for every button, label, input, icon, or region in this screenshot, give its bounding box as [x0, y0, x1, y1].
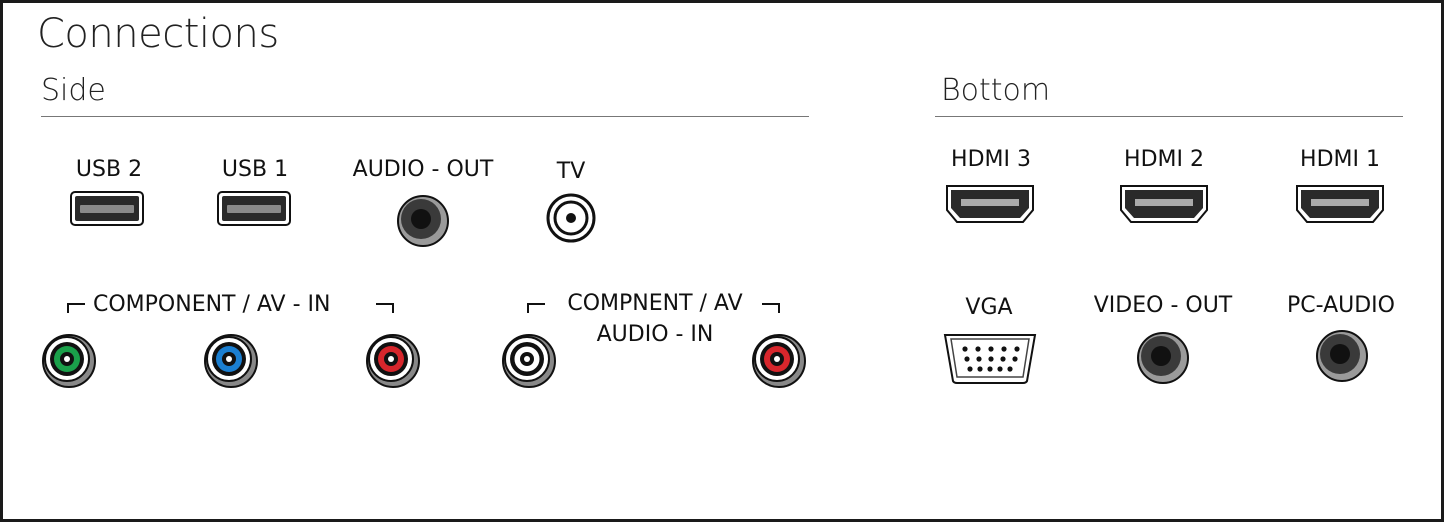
audio-red-jack-icon	[752, 334, 806, 388]
component-green-jack-icon	[42, 334, 96, 388]
hdmi3-label: HDMI 3	[951, 147, 1031, 172]
section-bottom-divider	[935, 116, 1403, 117]
tv-antenna-port-icon	[546, 193, 596, 243]
page-title: Connections	[37, 11, 279, 57]
compnent-bracket-right	[762, 303, 780, 313]
hdmi1-port-icon	[1296, 185, 1384, 223]
hdmi2-label: HDMI 2	[1124, 147, 1204, 172]
section-side-divider	[41, 116, 809, 117]
usb1-label: USB 1	[221, 157, 289, 182]
usb1-port-icon	[217, 191, 291, 226]
hdmi2-port-icon	[1120, 185, 1208, 223]
component-red-jack-icon	[366, 334, 420, 388]
hdmi1-label: HDMI 1	[1300, 147, 1380, 172]
section-side-heading: Side	[41, 73, 106, 108]
usb2-port-icon	[70, 191, 144, 226]
hdmi3-port-icon	[946, 185, 1034, 223]
usb2-label: USB 2	[75, 157, 143, 182]
audio-out-label: AUDIO - OUT	[352, 157, 494, 182]
tv-label: TV	[556, 159, 586, 184]
video-out-label: VIDEO - OUT	[1093, 293, 1233, 318]
vga-port-icon	[943, 334, 1037, 384]
component-bracket-right	[376, 303, 394, 313]
component-av-in-label: COMPONENT / AV - IN	[93, 292, 331, 317]
video-out-jack-icon	[1137, 332, 1189, 384]
compnent-av-label: COMPNENT / AV	[567, 291, 743, 316]
component-bracket-left	[67, 303, 85, 313]
vga-label: VGA	[965, 295, 1013, 320]
pc-audio-label: PC-AUDIO	[1287, 293, 1395, 318]
pc-audio-jack-icon	[1316, 330, 1368, 382]
component-blue-jack-icon	[204, 334, 258, 388]
audio-in-label: AUDIO - IN	[596, 322, 714, 347]
section-bottom-heading: Bottom	[941, 73, 1051, 108]
compnent-bracket-left	[527, 303, 545, 313]
audio-out-jack-icon	[397, 195, 449, 247]
audio-white-jack-icon	[502, 334, 556, 388]
